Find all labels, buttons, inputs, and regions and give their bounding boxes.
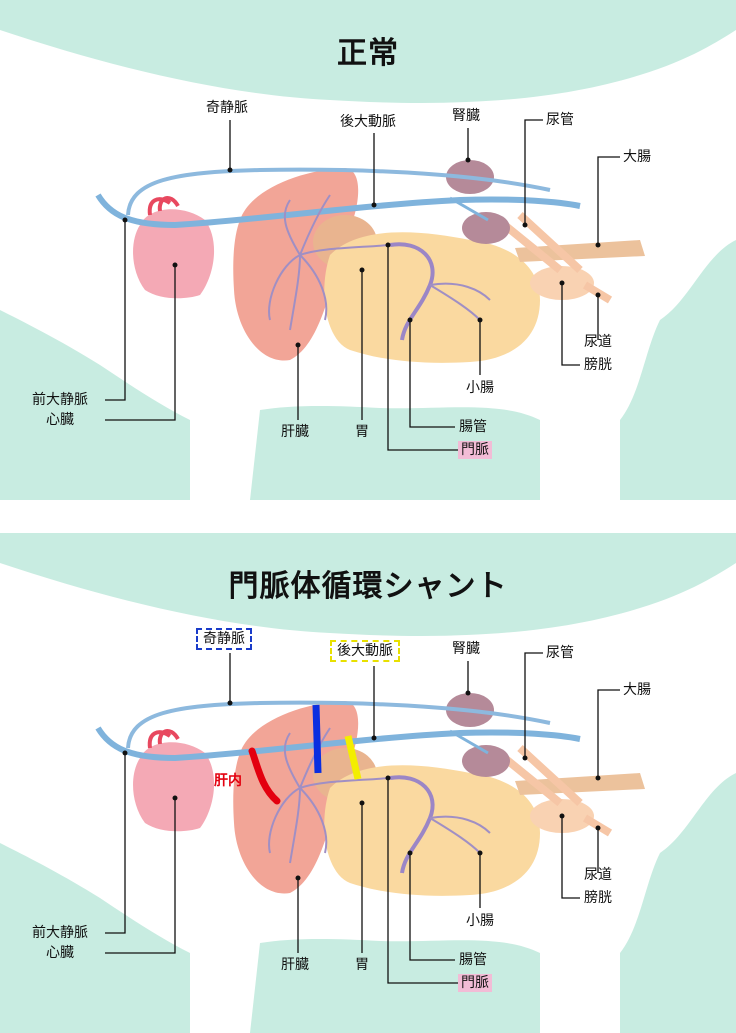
label-cranial-vena-cava: 前大静脈 [32,392,88,408]
small-intestine-shape [324,765,540,896]
aortic-arch-shape [147,729,180,749]
label-portal-vein: 門脈 [458,974,492,992]
shunt-anatomy-illustration [0,533,736,1033]
leader-lines [105,652,620,984]
mesenteric-branches [429,282,491,321]
portocaval-shunt [344,735,362,780]
azygos-vessel [126,700,551,749]
label-small-intestine: 小腸 [466,913,494,929]
label-liver: 肝臓 [281,424,309,440]
label-intrahepatic: 肝内 [214,773,242,789]
label-liver: 肝臓 [281,957,309,973]
label-azygos-vein: 奇静脈 [196,628,252,650]
label-urethra: 尿道 [584,334,612,350]
hepatic-branches [268,727,391,864]
heart-shape [133,742,215,832]
label-cranial-vena-cava: 前大静脈 [32,925,88,941]
renal-vessel [449,729,489,755]
label-kidney: 腎臓 [452,108,480,124]
label-caudal-aorta: 後大動脈 [330,640,400,662]
label-ureter: 尿管 [546,112,574,128]
label-stomach: 胃 [355,424,369,440]
hepatic-branches [268,194,391,331]
label-heart: 心臓 [46,945,74,961]
label-intestinal-vessels: 腸管 [459,419,487,435]
label-stomach: 胃 [355,957,369,973]
panel-title: 正常 [337,36,399,71]
small-intestine-shape [324,232,540,363]
label-urethra: 尿道 [584,867,612,883]
heart-shape [133,209,215,299]
label-large-intestine: 大腸 [623,682,651,698]
aortic-arch-shape [147,196,180,216]
label-portal-vein: 門脈 [458,441,492,459]
label-large-intestine: 大腸 [623,149,651,165]
label-heart: 心臓 [46,412,74,428]
intrahepatic-shunt [248,747,281,805]
kidney-lower-shape [462,212,510,244]
leader-dots [122,690,601,881]
label-intestinal-vessels: 腸管 [459,952,487,968]
normal-anatomy-panel: 正常 奇静脈 後大動脈 腎臓 尿管 大腸 前大静脈 心臓 肝臓 胃 小腸 腸管 … [0,0,736,500]
label-kidney: 腎臓 [452,641,480,657]
label-bladder: 膀胱 [584,357,612,373]
normal-anatomy-illustration [0,0,736,500]
label-caudal-aorta: 後大動脈 [340,114,396,130]
label-small-intestine: 小腸 [466,380,494,396]
leader-lines [105,119,620,451]
renal-vessel [449,196,489,222]
leader-dots [122,157,601,348]
portoazygos-shunt [312,704,322,774]
panel-title: 門脈体循環シャント [228,569,508,604]
azygos-vessel [126,167,551,216]
label-ureter: 尿管 [546,645,574,661]
label-bladder: 膀胱 [584,890,612,906]
label-azygos-vein: 奇静脈 [206,100,248,116]
kidney-lower-shape [462,745,510,777]
mesenteric-branches [429,815,491,854]
portosystemic-shunt-panel: 門脈体循環シャント 奇静脈 後大動脈 腎臓 尿管 大腸 肝内 前大静脈 心臓 肝… [0,533,736,1033]
